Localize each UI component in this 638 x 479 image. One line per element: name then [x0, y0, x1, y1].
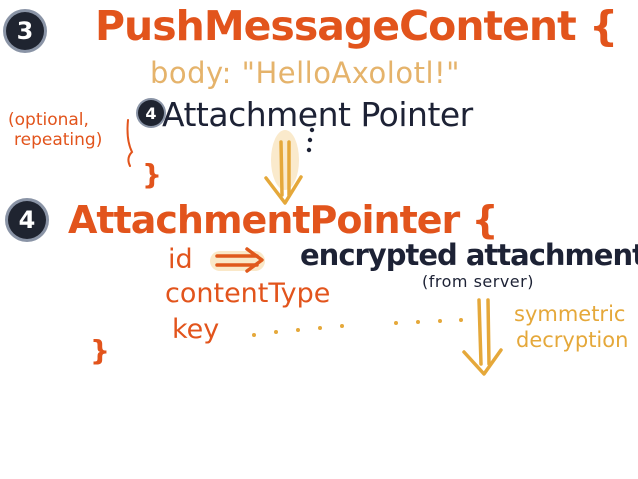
dotted-connector-horizontal	[252, 318, 463, 337]
optional-annotation-line1: (optional,	[8, 110, 89, 130]
push-message-close-brace: }	[142, 158, 162, 191]
down-arrow-icon	[264, 130, 303, 205]
optional-annotation-line2: repeating)	[14, 130, 103, 150]
attachment-pointer-reference: Attachment Pointer	[162, 95, 473, 134]
body-field: body: "HelloAxolotl!"	[150, 56, 460, 90]
down-arrow-icon	[462, 298, 503, 376]
symmetric-label: symmetric	[514, 302, 626, 326]
attachment-pointer-title: AttachmentPointer {	[68, 198, 499, 242]
id-field: id	[168, 244, 193, 275]
encrypted-attachment-label: encrypted attachment	[300, 238, 638, 272]
key-field: key	[172, 314, 220, 345]
push-message-title: PushMessageContent {	[95, 2, 618, 50]
right-arrow-icon	[210, 247, 265, 273]
step-badge-4-small: 4	[138, 100, 164, 126]
from-server-label: (from server)	[422, 272, 534, 291]
step-badge-4: 4	[8, 201, 46, 239]
step-badge-3: 3	[6, 12, 44, 50]
content-type-field: contentType	[165, 278, 331, 309]
attachment-pointer-close-brace: }	[90, 334, 110, 367]
annotation-brace	[126, 119, 134, 167]
dotted-connector-vertical	[306, 127, 315, 153]
decryption-label: decryption	[516, 328, 629, 352]
